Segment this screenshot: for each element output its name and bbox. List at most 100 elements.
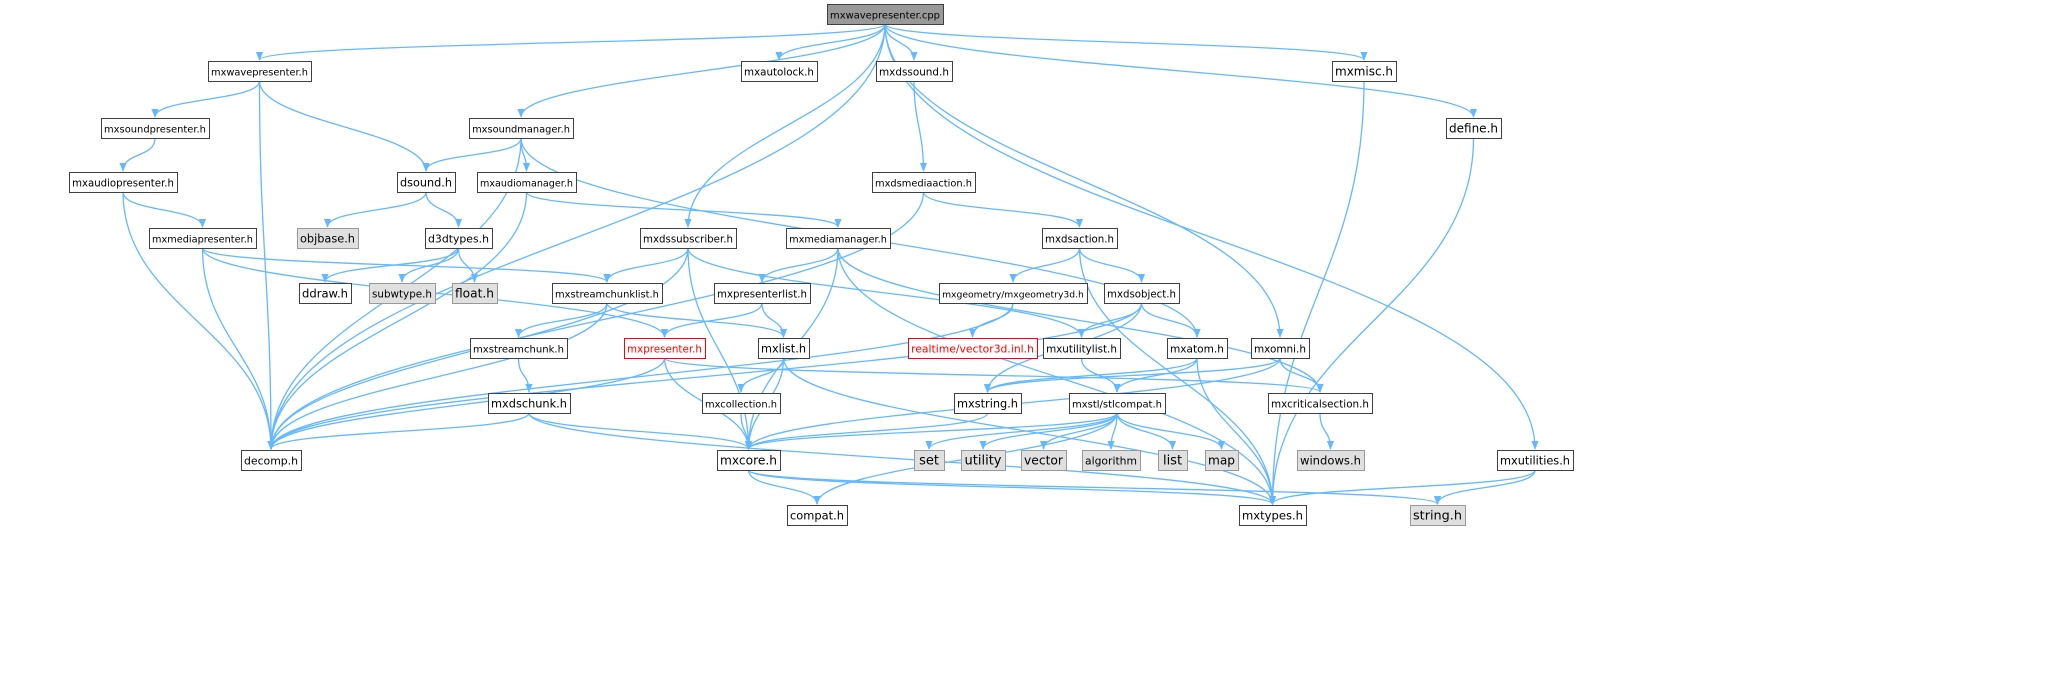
- node-string-h[interactable]: string.h: [1410, 505, 1466, 526]
- node-mxstring-h[interactable]: mxstring.h: [954, 393, 1022, 414]
- node-box: [1104, 283, 1180, 304]
- node-box: [1082, 450, 1141, 471]
- node-box: [101, 118, 210, 139]
- node-label: mxstl/stlcompat.h: [1072, 400, 1162, 411]
- node-mxstreamchunk-h[interactable]: mxstreamchunk.h: [470, 338, 568, 359]
- edge-mxdschunk_h-to-mxcore_h: [528, 412, 753, 450]
- node-mxdsobject-h[interactable]: mxdsobject.h: [1104, 283, 1180, 304]
- edge-mxdsmediaaction_h-to-mxdsaction_h: [922, 191, 1084, 228]
- node-mxaudiopresenter-h[interactable]: mxaudiopresenter.h: [69, 172, 178, 193]
- node-mxpresenter-h[interactable]: mxpresenter.h: [624, 338, 706, 359]
- edge-mxomni_h-to-mxstring_h: [983, 357, 1281, 393]
- node-mxdssubscriber-h[interactable]: mxdssubscriber.h: [640, 228, 737, 249]
- node-label: mxautolock.h: [744, 67, 814, 79]
- node-label: mxcore.h: [720, 454, 777, 468]
- node-box: [552, 283, 663, 304]
- node-map[interactable]: map: [1205, 450, 1239, 471]
- node-objbase-h[interactable]: objbase.h: [297, 228, 359, 249]
- node-label: mxstring.h: [957, 397, 1018, 411]
- node-algorithm[interactable]: algorithm: [1082, 450, 1141, 471]
- node-subwtype-h[interactable]: subwtype.h: [369, 283, 436, 304]
- node-box: [914, 450, 945, 471]
- node-mxstlcompat-h[interactable]: mxstl/stlcompat.h: [1069, 393, 1166, 414]
- node-mxatom-h[interactable]: mxatom.h: [1167, 338, 1228, 359]
- node-label: mxutilitylist.h: [1046, 344, 1117, 356]
- edge-mxdssubscriber_h-to-mxcore_h: [687, 247, 753, 450]
- node-mxutilitylist-h[interactable]: mxutilitylist.h: [1043, 338, 1121, 359]
- node-mxlist-h[interactable]: mxlist.h: [758, 338, 810, 359]
- node-utility[interactable]: utility: [961, 450, 1006, 471]
- node-d3dtypes-h[interactable]: d3dtypes.h: [425, 228, 493, 249]
- node-label: mxpresenter.h: [627, 344, 702, 356]
- node-mxdssound-h[interactable]: mxdssound.h: [876, 61, 953, 82]
- node-compat-h[interactable]: compat.h: [787, 505, 848, 526]
- node-mxdsaction-h[interactable]: mxdsaction.h: [1042, 228, 1118, 249]
- edge-define_h-to-mxtypes_h: [1268, 137, 1475, 505]
- node-label: utility: [965, 454, 1002, 469]
- node-mxtypes-h[interactable]: mxtypes.h: [1239, 505, 1307, 526]
- node-define-h[interactable]: define.h: [1446, 118, 1502, 139]
- edge-mxstlcompat_h-to-algorithm: [1107, 412, 1118, 450]
- node-mxdschunk-h[interactable]: mxdschunk.h: [488, 393, 571, 414]
- node-label: map: [1208, 454, 1235, 468]
- node-mxmediapresenter-h[interactable]: mxmediapresenter.h: [149, 228, 257, 249]
- node-mxgeometry3d-h[interactable]: mxgeometry/mxgeometry3d.h: [939, 283, 1088, 304]
- node-set[interactable]: set: [914, 450, 945, 471]
- node-box: [241, 450, 302, 471]
- node-label: mxlist.h: [761, 343, 806, 356]
- node-mxcollection-h[interactable]: mxcollection.h: [702, 393, 781, 414]
- node-mxsoundpresenter-h[interactable]: mxsoundpresenter.h: [101, 118, 210, 139]
- edge-mxdssound_h-to-mxdsmediaaction_h: [913, 80, 928, 172]
- node-float-h[interactable]: float.h: [452, 283, 498, 304]
- edge-mxwavepresenter_cpp-to-mxdssound_h: [884, 23, 918, 61]
- node-box: [1332, 61, 1397, 82]
- node-ddraw-h[interactable]: ddraw.h: [299, 283, 352, 304]
- edge-mxaudiopresenter_h-to-decomp_h: [122, 191, 275, 450]
- node-box: [425, 228, 493, 249]
- node-mxstreamchunklist-h[interactable]: mxstreamchunklist.h: [552, 283, 663, 304]
- edge-mxutilities_h-to-mxtypes_h: [1268, 469, 1536, 505]
- node-mxcore-h[interactable]: mxcore.h: [717, 450, 781, 471]
- node-box: [640, 228, 737, 249]
- nodes-layer: mxwavepresenter.cpp mxwavepresenter.h mxau…: [69, 4, 1574, 526]
- edge-mxgeometry3d_h-to-decomp_h: [267, 302, 1014, 450]
- node-mxomni-h[interactable]: mxomni.h: [1251, 338, 1310, 359]
- node-label: mxmediapresenter.h: [152, 235, 253, 246]
- node-label: mxwavepresenter.cpp: [830, 11, 940, 22]
- node-dsound-h[interactable]: dsound.h: [397, 172, 456, 193]
- node-vector[interactable]: vector: [1021, 450, 1067, 471]
- node-box: [397, 172, 456, 193]
- node-mxwavepresenter-cpp[interactable]: mxwavepresenter.cpp: [827, 4, 944, 25]
- node-label: mxsoundmanager.h: [472, 125, 570, 136]
- node-label: dsound.h: [400, 177, 452, 190]
- edge-d3dtypes_h-to-float_h: [457, 247, 479, 283]
- node-box: [1268, 393, 1373, 414]
- node-mxpresenterlist-h[interactable]: mxpresenterlist.h: [714, 283, 811, 304]
- node-windows-h[interactable]: windows.h: [1297, 450, 1365, 471]
- edge-mxdsobject_h-to-mxutilitylist_h: [1077, 302, 1143, 338]
- node-list[interactable]: list: [1158, 450, 1188, 471]
- node-mxdsmediaaction-h[interactable]: mxdsmediaaction.h: [872, 172, 976, 193]
- node-label: mxwavepresenter.h: [211, 68, 308, 79]
- node-mxmisc-h[interactable]: mxmisc.h: [1332, 61, 1397, 82]
- edge-mxwavepresenter_cpp-to-mxsoundmanager_h: [517, 23, 886, 118]
- node-mxautolock-h[interactable]: mxautolock.h: [741, 61, 818, 82]
- node-mxmediamanager-h[interactable]: mxmediamanager.h: [786, 228, 891, 249]
- node-decomp-h[interactable]: decomp.h: [241, 450, 302, 471]
- edge-d3dtypes_h-to-subwtype_h: [398, 247, 460, 283]
- node-box: [369, 283, 436, 304]
- edge-mxmediapresenter_h-to-mxstreamchunklist_h: [201, 247, 611, 283]
- edge-mxsoundmanager_h-to-dsound_h: [422, 137, 522, 172]
- node-mxcriticalsection-h[interactable]: mxcriticalsection.h: [1268, 393, 1373, 414]
- node-label: mxomni.h: [1254, 344, 1306, 356]
- node-mxutilities-h[interactable]: mxutilities.h: [1497, 450, 1574, 471]
- node-label: mxdsaction.h: [1045, 235, 1114, 246]
- node-mxsoundmanager-h[interactable]: mxsoundmanager.h: [469, 118, 574, 139]
- node-mxaudiomanager-h[interactable]: mxaudiomanager.h: [477, 172, 577, 193]
- node-label: d3dtypes.h: [428, 233, 489, 246]
- node-label: mxaudiopresenter.h: [72, 179, 174, 190]
- node-label: mxdsmediaaction.h: [875, 179, 972, 190]
- node-mxwavepresenter-h[interactable]: mxwavepresenter.h: [208, 61, 312, 82]
- edge-mxlist_h-to-mxcollection_h: [737, 357, 785, 393]
- node-vector3d-inl-h[interactable]: realtime/vector3d.inl.h: [908, 338, 1038, 359]
